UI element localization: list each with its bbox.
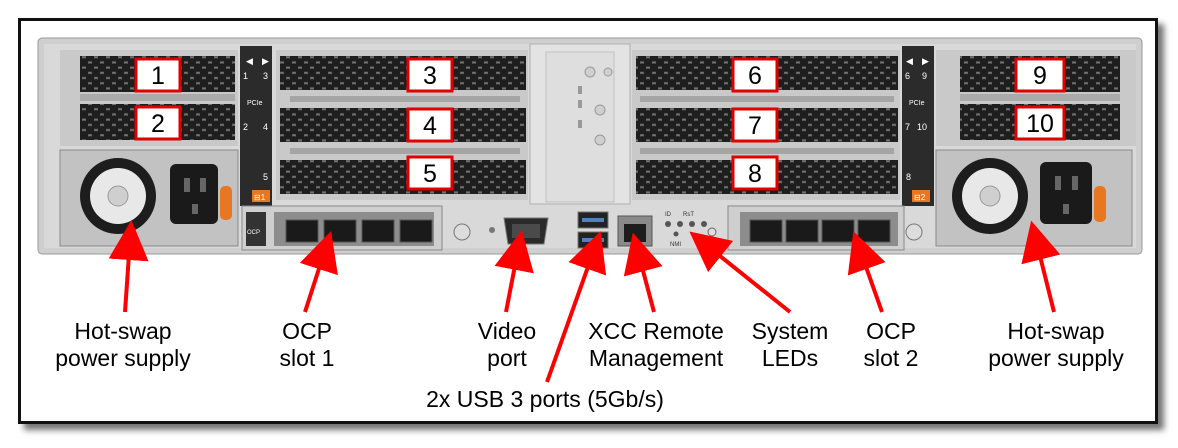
riser1-tag: ⊟1 [254, 193, 266, 202]
riser2-pcie: PCIe [909, 100, 925, 107]
svg-text:◀: ◀ [246, 56, 253, 66]
slot-bay-mid-left [276, 50, 528, 200]
riser-2: ◀ ▶ 6 9 PCIe 7 10 8 ⊟2 [902, 46, 934, 206]
svg-text:▶: ▶ [922, 56, 929, 66]
callout-usb: 2x USB 3 ports (5Gb/s) [426, 386, 664, 412]
riser1-num-1: 1 [243, 71, 248, 81]
arrow-psu-left [108, 220, 149, 313]
slot-badge-label: 10 [1026, 110, 1054, 138]
arrow-psu-right [1021, 220, 1061, 313]
led-rst-label: RsT [683, 212, 694, 218]
xcc-port [617, 215, 653, 247]
svg-text:◀: ◀ [906, 56, 913, 66]
arrow-video [494, 230, 534, 313]
arrow-ocp2 [847, 231, 886, 313]
slot-badge-label: 8 [748, 160, 762, 188]
riser1-num-3: 3 [263, 71, 268, 81]
led-id-label: ID [665, 212, 672, 218]
slot-badge-label: 1 [151, 62, 165, 90]
arrow-leds [689, 231, 792, 314]
slot-badge-label: 2 [151, 110, 165, 138]
arrow-xcc [623, 232, 663, 313]
slot-badge-label: 5 [423, 160, 437, 188]
slot-badge-label: 3 [423, 62, 437, 90]
riser1-pcie: PCIe [247, 100, 263, 107]
svg-text:▶: ▶ [262, 56, 269, 66]
center-bracket [529, 43, 631, 205]
slot-badge-4: 4 [406, 107, 454, 143]
slot-badge-label: 7 [748, 112, 762, 140]
riser2-num-6: 6 [905, 71, 910, 81]
riser-1: ◀ ▶ 1 3 PCIe 2 4 5 ⊟1 [240, 46, 272, 206]
slot-badge-5: 5 [406, 155, 454, 191]
slot-badge-label: 4 [423, 112, 437, 140]
slot-badge-3: 3 [406, 57, 454, 93]
callout-arrows [108, 220, 1061, 383]
riser1-num-5: 5 [263, 172, 268, 182]
riser2-num-7: 7 [905, 122, 910, 132]
power-supply-left [59, 149, 239, 247]
ocp1-label: OCP [247, 230, 260, 236]
riser2-num-9: 9 [922, 71, 927, 81]
slot-badge-2: 2 [134, 105, 182, 141]
riser2-num-8: 8 [906, 172, 911, 182]
slot-badge-label: 9 [1033, 62, 1047, 90]
slot-badge-1: 1 [134, 57, 182, 93]
power-supply-right [935, 149, 1133, 247]
video-port [503, 217, 549, 245]
riser2-tag: ⊟2 [914, 193, 926, 202]
slot-badge-label: 6 [748, 62, 762, 90]
led-nmi-label: NMI [670, 242, 681, 248]
riser2-num-10: 10 [917, 122, 927, 132]
slot-badge-8: 8 [731, 155, 779, 191]
slot-badge-6: 6 [731, 57, 779, 93]
slot-badge-7: 7 [731, 107, 779, 143]
slot-badge-10: 10 [1014, 105, 1066, 141]
arrow-ocp1 [299, 230, 338, 313]
slot-badge-9: 9 [1014, 57, 1066, 93]
arrow-usb [545, 231, 607, 383]
riser1-num-2: 2 [243, 122, 248, 132]
ocp-slot-2 [727, 205, 923, 251]
riser1-num-4: 4 [263, 122, 268, 132]
ocp-slot-1: OCP [241, 205, 443, 251]
